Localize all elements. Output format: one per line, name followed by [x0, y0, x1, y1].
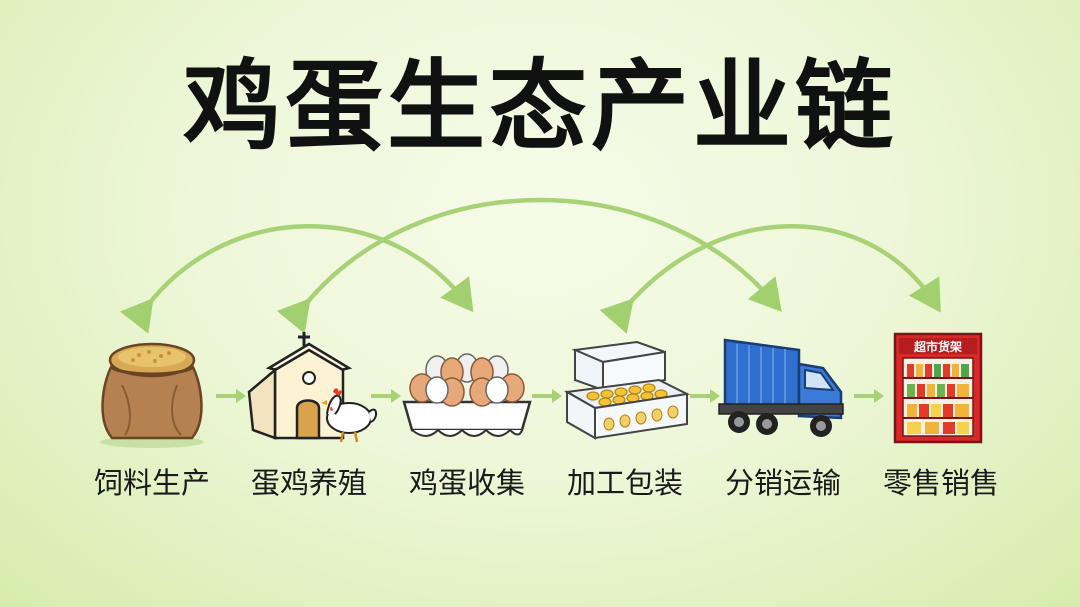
stage-hen-farming	[239, 330, 389, 450]
stage-label-egg-collection: 鸡蛋收集	[382, 460, 552, 502]
stage-label-processing-packaging: 加工包装	[540, 460, 710, 502]
flow-arrow-5	[852, 386, 886, 406]
flow-arrow-1	[214, 386, 248, 406]
egg-carton-icon	[547, 330, 697, 450]
feed-sack-icon	[77, 330, 227, 450]
stage-label-distribution-transport: 分销运输	[698, 460, 868, 502]
flow-arrow-2	[369, 386, 403, 406]
stage-retail-sales: 超市货架	[871, 330, 1021, 450]
henhouse-icon	[239, 330, 389, 450]
stage-label-retail-sales: 零售销售	[856, 460, 1026, 502]
flow-arrow-4	[688, 386, 722, 406]
stage-distribution-transport	[707, 330, 857, 450]
stage-label-feed-production: 饲料生产	[67, 460, 237, 502]
arc-arrow-packing-retail	[628, 226, 936, 305]
stage-processing-packaging	[547, 330, 697, 450]
supermarket-shelf-icon: 超市货架	[871, 330, 1021, 450]
truck-icon	[707, 330, 857, 450]
stage-egg-collection	[392, 330, 542, 450]
flow-arrow-3	[530, 386, 564, 406]
stage-label-hen-farming: 蛋鸡养殖	[224, 460, 394, 502]
arc-arrow-farming-transport	[305, 200, 776, 305]
arc-arrow-feed-collection	[148, 226, 468, 305]
egg-tray-icon	[392, 330, 542, 450]
shelf-sign: 超市货架	[913, 339, 962, 354]
stage-feed-production	[77, 330, 227, 450]
